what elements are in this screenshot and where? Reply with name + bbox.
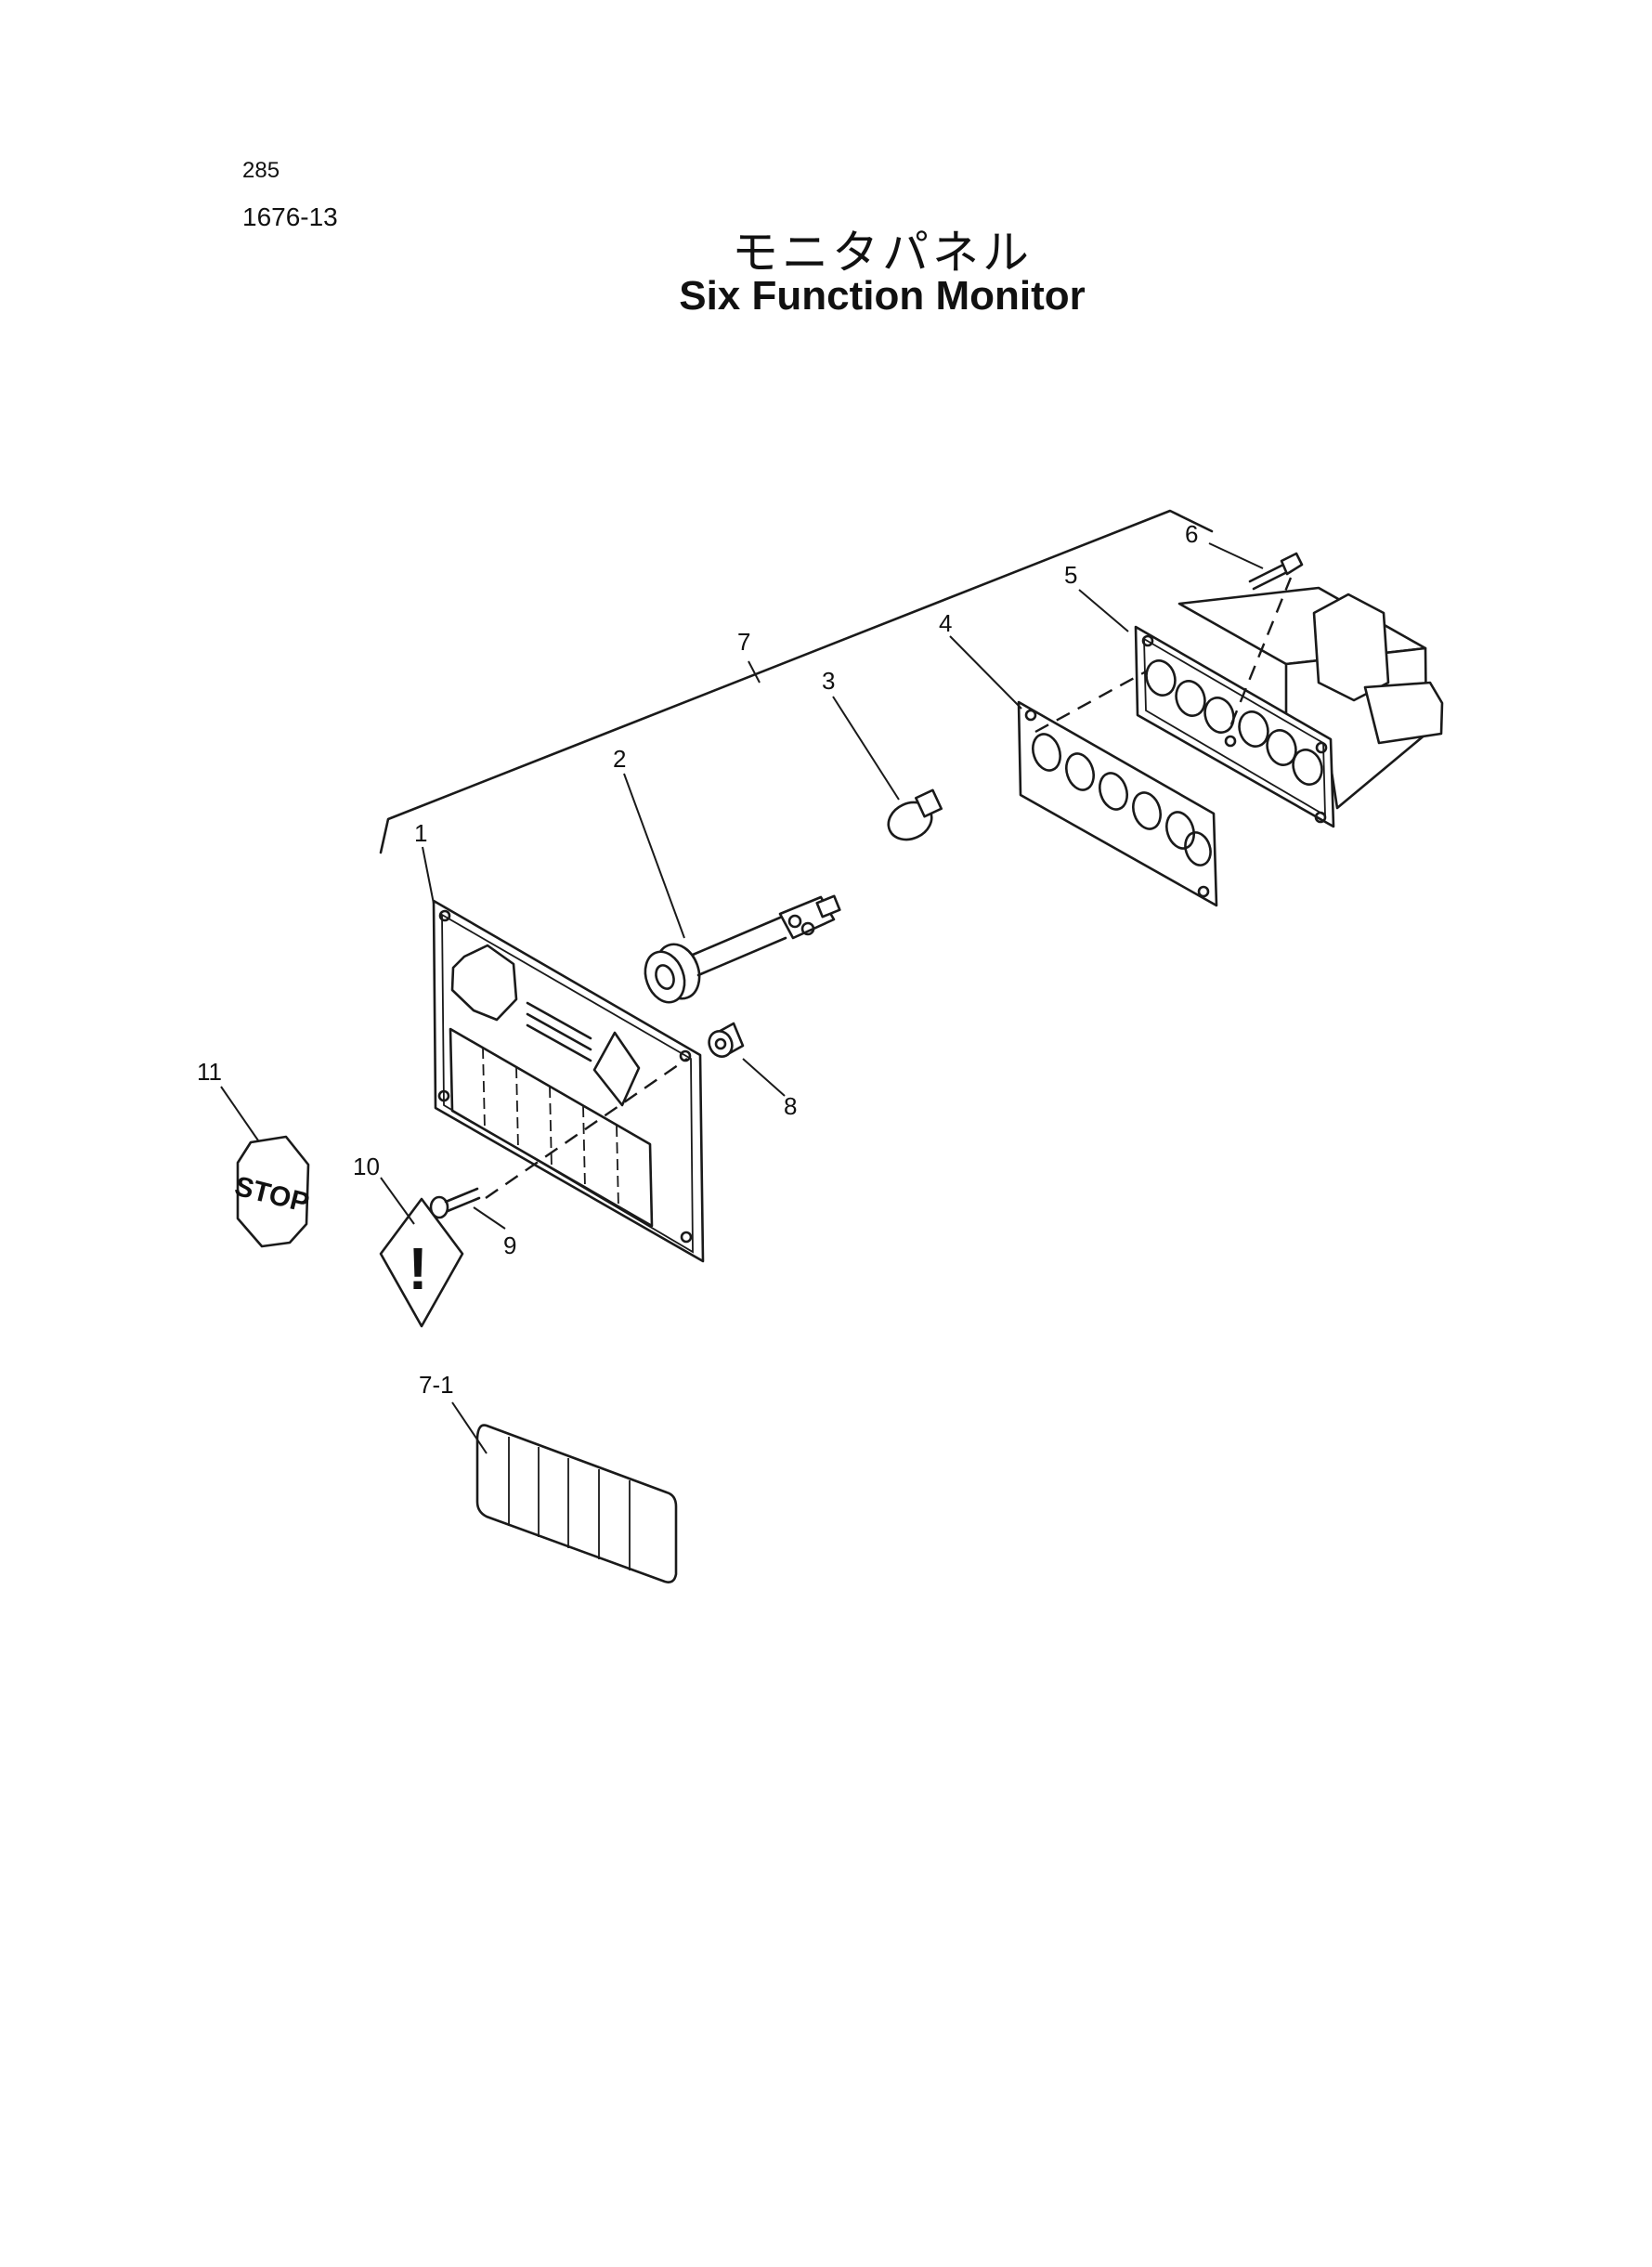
part-11-stop-label: STOP xyxy=(231,1135,312,1248)
callout-1: 1 xyxy=(414,819,427,847)
part-9-screw xyxy=(429,1187,481,1219)
part-6-screw xyxy=(1248,552,1304,591)
callout-5: 5 xyxy=(1064,561,1077,589)
warning-mark: ! xyxy=(408,1235,427,1302)
part-3-bulb xyxy=(887,788,943,841)
part-8-nut xyxy=(708,1022,745,1058)
callout-11: 11 xyxy=(197,1058,222,1086)
part-5-housing xyxy=(1134,586,1444,828)
part-4-gasket xyxy=(1017,700,1218,907)
leader-lines xyxy=(220,542,1264,1454)
part-10-warning-label: ! xyxy=(379,1197,464,1328)
callout-8: 8 xyxy=(784,1092,797,1120)
callout-9: 9 xyxy=(503,1231,516,1259)
figure-number: 1676-13 xyxy=(242,202,338,231)
callout-6: 6 xyxy=(1185,520,1198,548)
part-7-1-window-label xyxy=(475,1424,678,1583)
callout-7-1: 7-1 xyxy=(419,1371,454,1399)
part-2-bulb-socket xyxy=(644,894,841,1004)
callout-7: 7 xyxy=(737,628,750,656)
alignment-dashes xyxy=(485,577,1293,1199)
callout-labels: 1 2 3 4 5 6 7 7-1 8 9 10 11 xyxy=(197,520,1198,1399)
callout-10: 10 xyxy=(353,1153,380,1180)
title-english: Six Function Monitor xyxy=(679,273,1086,319)
page-number: 285 xyxy=(242,158,280,183)
callout-3: 3 xyxy=(822,667,835,695)
part-1-front-panel xyxy=(432,899,705,1263)
assembly-bracket-7 xyxy=(379,509,1214,854)
callout-2: 2 xyxy=(613,745,626,773)
callout-4: 4 xyxy=(939,609,952,637)
title-japanese: モニタパネル xyxy=(732,226,1033,280)
